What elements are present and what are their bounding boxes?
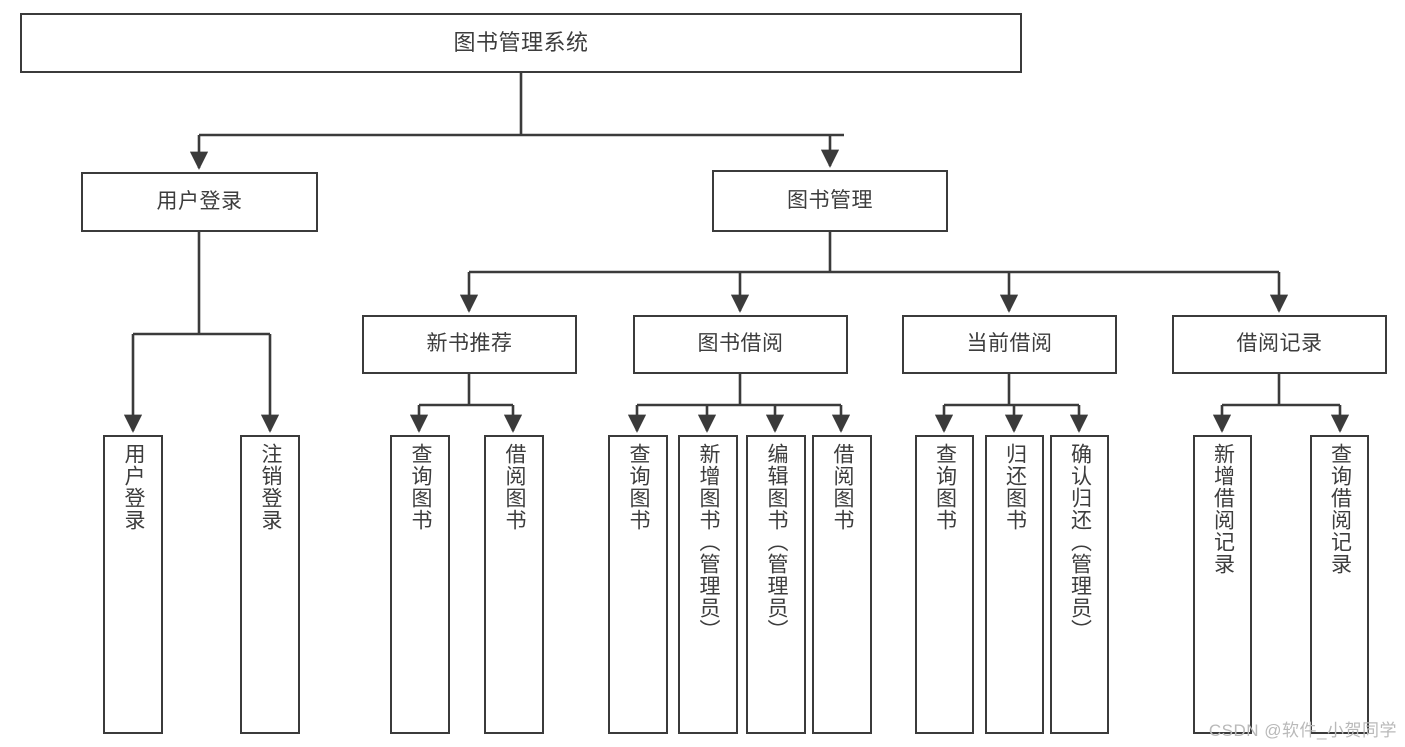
node-user-login[interactable]: 用户登录	[81, 172, 318, 232]
leaf-book-borrow-4[interactable]: 借阅图书	[812, 435, 872, 734]
leaf-book-borrow-1-label: 查询图书	[627, 443, 651, 531]
leaf-borrow-record-2-label: 查询借阅记录	[1328, 443, 1352, 575]
leaf-book-borrow-2[interactable]: 新增图书（管理员）	[678, 435, 738, 734]
leaf-current-borrow-1-label: 查询图书	[933, 443, 957, 531]
leaf-user-login-2[interactable]: 注销登录	[240, 435, 300, 734]
leaf-borrow-record-1[interactable]: 新增借阅记录	[1193, 435, 1252, 734]
leaf-book-borrow-3[interactable]: 编辑图书（管理员）	[746, 435, 806, 734]
node-borrow-record[interactable]: 借阅记录	[1172, 315, 1387, 374]
node-book-manage[interactable]: 图书管理	[712, 170, 948, 232]
leaf-book-borrow-4-label: 借阅图书	[831, 443, 855, 531]
node-current-borrow[interactable]: 当前借阅	[902, 315, 1117, 374]
node-current-borrow-label: 当前借阅	[966, 332, 1053, 356]
node-root[interactable]: 图书管理系统	[20, 13, 1022, 73]
leaf-new-book-1-label: 查询图书	[409, 443, 433, 531]
node-user-login-label: 用户登录	[156, 189, 243, 213]
leaf-borrow-record-1-label: 新增借阅记录	[1211, 443, 1235, 575]
leaf-current-borrow-3-label: 确认归还（管理员）	[1068, 443, 1092, 641]
leaf-new-book-2[interactable]: 借阅图书	[484, 435, 544, 734]
leaf-book-borrow-3-label: 编辑图书（管理员）	[765, 443, 789, 641]
leaf-user-login-2-label: 注销登录	[259, 443, 283, 531]
leaf-current-borrow-3[interactable]: 确认归还（管理员）	[1050, 435, 1109, 734]
node-book-borrow[interactable]: 图书借阅	[633, 315, 848, 374]
csdn-watermark: CSDN @软件_小贺同学	[1208, 721, 1397, 740]
leaf-user-login-1-label: 用户登录	[122, 443, 146, 531]
node-new-book-recommend[interactable]: 新书推荐	[362, 315, 577, 374]
leaf-new-book-1[interactable]: 查询图书	[390, 435, 450, 734]
node-book-borrow-label: 图书借阅	[697, 332, 784, 356]
leaf-current-borrow-2-label: 归还图书	[1003, 443, 1027, 531]
node-new-book-recommend-label: 新书推荐	[426, 332, 513, 356]
leaf-book-borrow-1[interactable]: 查询图书	[608, 435, 668, 734]
leaf-current-borrow-1[interactable]: 查询图书	[915, 435, 974, 734]
leaf-borrow-record-2[interactable]: 查询借阅记录	[1310, 435, 1369, 734]
node-borrow-record-label: 借阅记录	[1236, 332, 1323, 356]
leaf-current-borrow-2[interactable]: 归还图书	[985, 435, 1044, 734]
leaf-new-book-2-label: 借阅图书	[503, 443, 527, 531]
node-root-label: 图书管理系统	[453, 30, 589, 56]
leaf-book-borrow-2-label: 新增图书（管理员）	[697, 443, 721, 641]
node-book-manage-label: 图书管理	[787, 188, 873, 212]
leaf-user-login-1[interactable]: 用户登录	[103, 435, 163, 734]
